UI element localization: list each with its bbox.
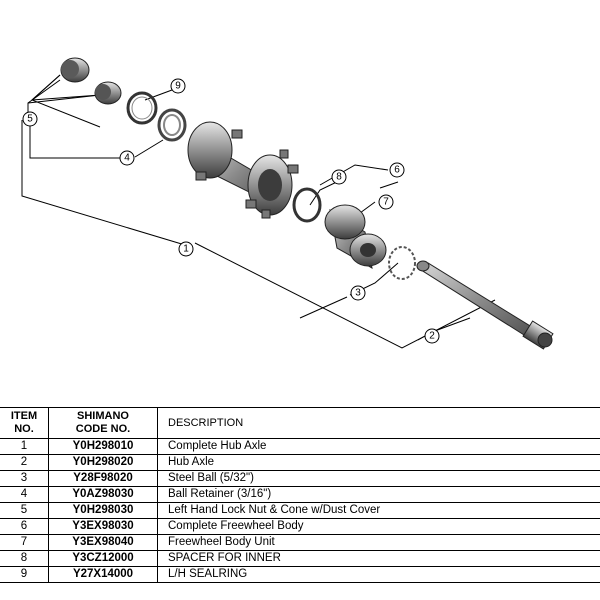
description-cell: Left Hand Lock Nut & Cone w/Dust Cover xyxy=(157,502,600,519)
svg-text:3: 3 xyxy=(355,288,361,299)
item-no-cell: 2 xyxy=(0,454,49,471)
callout-6: 6 xyxy=(389,162,405,178)
callout-5: 5 xyxy=(22,111,38,127)
item-no-cell: 3 xyxy=(0,470,49,487)
parts-list-table: ITEM NO. SHIMANO CODE NO. DESCRIPTION 1 … xyxy=(0,407,600,583)
callout-2: 2 xyxy=(424,328,440,344)
code-cell: Y0AZ98030 xyxy=(48,486,158,503)
hub-body-part xyxy=(187,121,299,219)
svg-text:5: 5 xyxy=(27,114,33,125)
svg-text:7: 7 xyxy=(383,197,389,208)
description-cell: Steel Ball (5/32") xyxy=(157,470,600,487)
description-cell: Freewheel Body Unit xyxy=(157,534,600,551)
table-row: 7 Y3EX98040 Freewheel Body Unit xyxy=(0,534,600,551)
table-row: 1 Y0H298010 Complete Hub Axle xyxy=(0,438,600,455)
svg-text:9: 9 xyxy=(175,81,181,92)
callout-1: 1 xyxy=(178,241,194,257)
table-row: 4 Y0AZ98030 Ball Retainer (3/16") xyxy=(0,486,600,503)
table-row: 9 Y27X14000 L/H SEALRING xyxy=(0,566,600,583)
item-no-header: ITEM NO. xyxy=(0,407,49,439)
description-cell: Complete Hub Axle xyxy=(157,438,600,455)
description-cell: Ball Retainer (3/16") xyxy=(157,486,600,503)
item-no-cell: 9 xyxy=(0,566,49,583)
description-cell: SPACER FOR INNER xyxy=(157,550,600,567)
item-no-cell: 7 xyxy=(0,534,49,551)
table-header-row: ITEM NO. SHIMANO CODE NO. DESCRIPTION xyxy=(0,407,600,439)
code-cell: Y3EX98040 xyxy=(48,534,158,551)
item-no-cell: 5 xyxy=(0,502,49,519)
item-no-cell: 4 xyxy=(0,486,49,503)
callout-9: 9 xyxy=(170,78,186,94)
code-cell: Y3EX98030 xyxy=(48,518,158,535)
description-cell: Complete Freewheel Body xyxy=(157,518,600,535)
table-row: 2 Y0H298020 Hub Axle xyxy=(0,454,600,471)
exploded-parts-diagram: 9 5 4 1 8 6 7 3 2 xyxy=(21,57,554,350)
spacer-part xyxy=(292,187,322,223)
code-cell: Y28F98020 xyxy=(48,470,158,487)
code-cell: Y0H298030 xyxy=(48,502,158,519)
code-cell: Y0H298010 xyxy=(48,438,158,455)
ball-retainer-part xyxy=(157,108,187,142)
description-cell: Hub Axle xyxy=(157,454,600,471)
table-row: 5 Y0H298030 Left Hand Lock Nut & Cone w/… xyxy=(0,502,600,519)
table-row: 8 Y3CZ12000 SPACER FOR INNER xyxy=(0,550,600,567)
svg-text:1: 1 xyxy=(183,244,189,255)
leader-lines xyxy=(21,74,496,349)
table-row: 6 Y3EX98030 Complete Freewheel Body xyxy=(0,518,600,535)
lock-nut-part xyxy=(60,57,122,105)
hub-axle-part xyxy=(416,260,554,350)
item-no-cell: 1 xyxy=(0,438,49,455)
item-no-cell: 8 xyxy=(0,550,49,567)
code-cell: Y0H298020 xyxy=(48,454,158,471)
sealring-part xyxy=(126,91,158,125)
code-no-header: SHIMANO CODE NO. xyxy=(48,407,158,439)
freewheel-body-part xyxy=(324,204,387,269)
callout-8: 8 xyxy=(331,169,347,185)
item-no-cell: 6 xyxy=(0,518,49,535)
steel-ball-ring-part xyxy=(388,246,416,280)
description-cell: L/H SEALRING xyxy=(157,566,600,583)
callout-7: 7 xyxy=(378,194,394,210)
svg-text:2: 2 xyxy=(429,331,435,342)
table-row: 3 Y28F98020 Steel Ball (5/32") xyxy=(0,470,600,487)
callout-4: 4 xyxy=(119,150,135,166)
description-header: DESCRIPTION xyxy=(157,407,600,439)
callout-3: 3 xyxy=(350,285,366,301)
code-cell: Y3CZ12000 xyxy=(48,550,158,567)
svg-text:4: 4 xyxy=(124,153,130,164)
svg-text:6: 6 xyxy=(394,165,400,176)
svg-text:8: 8 xyxy=(336,172,342,183)
code-cell: Y27X14000 xyxy=(48,566,158,583)
